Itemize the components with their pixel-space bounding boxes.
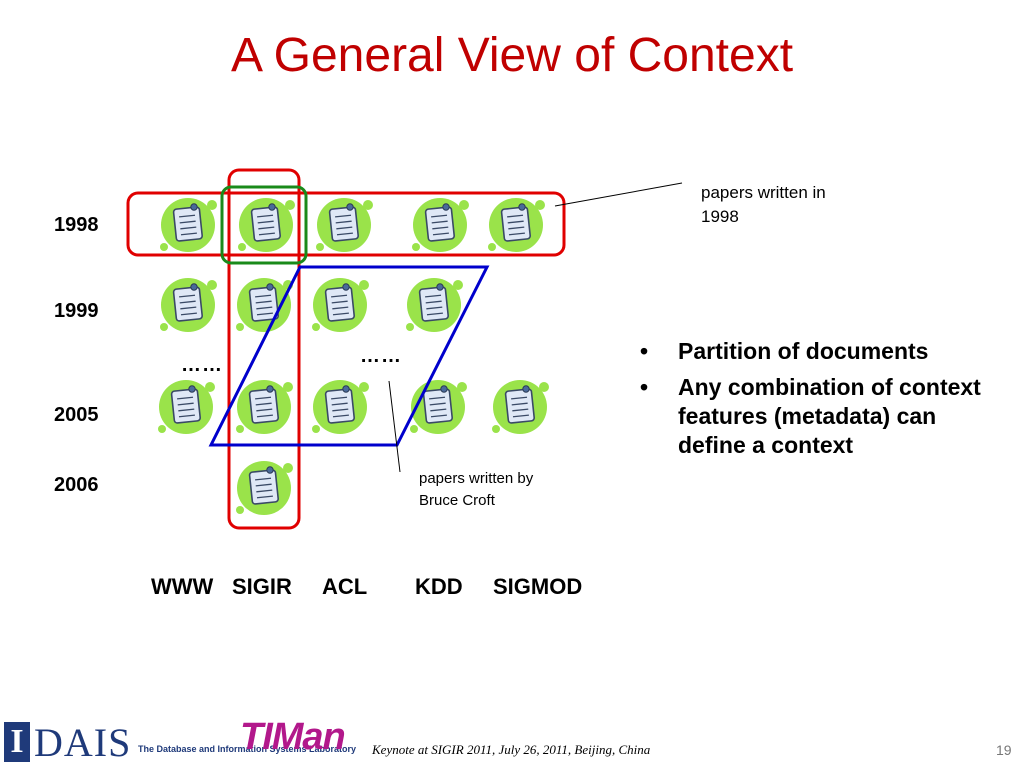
year-1998-group [126, 191, 566, 257]
document-icon [406, 278, 463, 332]
callout-author-line [388, 380, 401, 473]
document-icon [158, 380, 215, 434]
dais-logo: DAIS [34, 720, 132, 765]
callout-year-line [554, 182, 683, 207]
bullet-item: Any combination of context features (met… [640, 373, 1010, 460]
document-icon [312, 278, 369, 332]
year-label-1998: 1998 [54, 214, 99, 236]
document-grid [158, 198, 549, 515]
document-icon [312, 380, 369, 434]
callout-author-text: papers written by Bruce Croft [419, 470, 534, 509]
document-icon [238, 198, 295, 252]
lab-name: The Database and Information Systems Lab… [138, 744, 357, 754]
document-icon [236, 380, 293, 434]
year-label-1999: 1999 [54, 300, 99, 322]
footer-note: Keynote at SIGIR 2011, July 26, 2011, Be… [372, 742, 651, 757]
venue-label-www: WWW [151, 574, 214, 599]
document-icon [236, 461, 293, 515]
document-icon [160, 198, 217, 252]
document-icon [160, 278, 217, 332]
venue-label-kdd: KDD [415, 574, 463, 599]
timan-logo: TIMan [240, 716, 346, 758]
year-label-2005: 2005 [54, 404, 99, 426]
document-icon [316, 198, 373, 252]
venue-sigir-group [227, 168, 301, 530]
venue-label-sigir: SIGIR [232, 574, 292, 599]
document-icon [412, 198, 469, 252]
bullet-item: Partition of documents [640, 337, 1010, 366]
ellipsis-left: …… [181, 354, 223, 376]
venue-label-acl: ACL [322, 574, 368, 599]
intersection-group [220, 185, 308, 265]
venue-label-sigmod: SIGMOD [493, 574, 583, 599]
document-icon [488, 198, 545, 252]
document-icon [410, 380, 467, 434]
ellipsis-right: …… [360, 345, 402, 367]
document-icon [492, 380, 549, 434]
dais-logo-initial: I [4, 722, 30, 762]
callout-year-text: papers written in 1998 [701, 183, 826, 226]
slide-title: A General View of Context [230, 29, 794, 82]
page-number: 19 [996, 742, 1012, 758]
document-icon [236, 278, 293, 332]
year-label-2006: 2006 [54, 474, 99, 496]
bullet-list: Partition of documents Any combination o… [640, 337, 1010, 467]
